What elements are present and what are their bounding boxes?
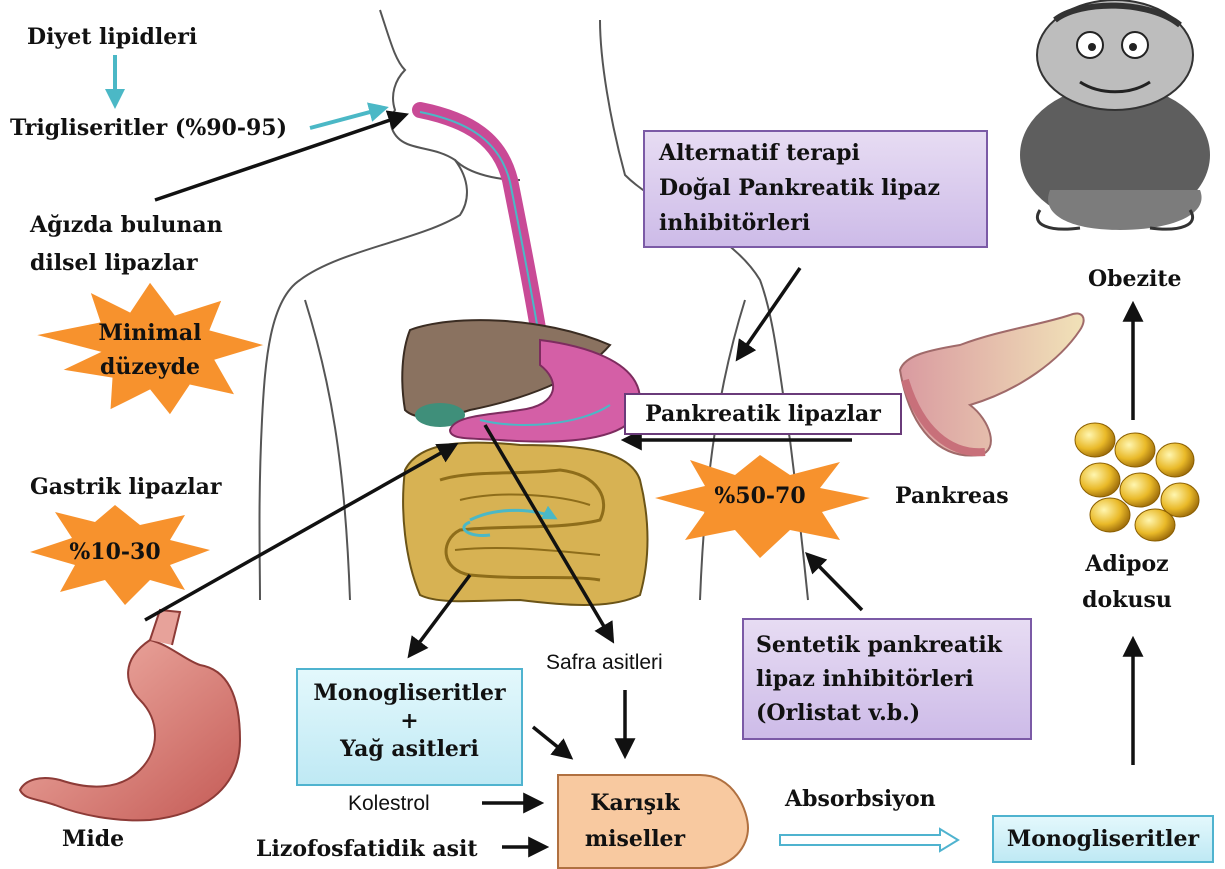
label-obezite: Obezite (1088, 266, 1182, 292)
mono-plus: + (298, 710, 521, 732)
label-kolestrol: Kolestrol (348, 792, 430, 816)
box-alternatif-terapi: Alternatif terapi Doğal Pankreatik lipaz… (643, 130, 988, 248)
stomach-illustration (20, 640, 240, 820)
label-lizofosfatidik-asit: Lizofosfatidik asit (256, 836, 478, 862)
box-pankreatik-lipazlar: Pankreatik lipazlar (624, 393, 902, 435)
minimal-line2: düzeyde (70, 350, 230, 384)
alternatif-line1: Alternatif terapi (659, 136, 972, 171)
label-pankreas: Pankreas (895, 483, 1009, 509)
absorbsiyon-arrow (780, 829, 958, 851)
alternatif-line3: inhibitörleri (659, 206, 972, 241)
label-agizda-line2: dilsel lipazlar (30, 250, 198, 276)
label-safra-asitleri: Safra asitleri (546, 651, 663, 675)
mono-line3: Yağ asitleri (298, 732, 521, 766)
box-sentetik-inhibitorler: Sentetik pankreatik lipaz inhibitörleri … (742, 618, 1032, 740)
label-absorbsiyon: Absorbsiyon (785, 786, 936, 812)
sentetik-line3: (Orlistat v.b.) (756, 696, 1018, 730)
obese-figure (1020, 0, 1210, 230)
box-monogliseritler-yag-asitleri: Monogliseritler + Yağ asitleri (296, 668, 523, 786)
box-monogliseritler-final: Monogliseritler (992, 815, 1214, 863)
label-karisik-miseller: Karışık miseller (560, 785, 710, 857)
label-diyet-lipidleri: Diyet lipidleri (27, 24, 197, 50)
alternatif-line2: Doğal Pankreatik lipaz (659, 171, 972, 206)
label-gastrik-lipazlar: Gastrik lipazlar (30, 474, 222, 500)
sentetik-line1: Sentetik pankreatik (756, 628, 1018, 662)
intestines (403, 443, 647, 605)
adipoz-line2: dokusu (1072, 582, 1182, 618)
label-trigliseritler: Trigliseritler (%90-95) (10, 115, 287, 141)
adipose-tissue-cells (1075, 423, 1199, 541)
label-agizda-line1: Ağızda bulunan (30, 212, 223, 238)
label-adipoz-dokusu: Adipoz dokusu (1072, 546, 1182, 618)
burst-gastrik-text: %10-30 (60, 539, 170, 565)
minimal-line1: Minimal (70, 316, 230, 350)
pancreas-organ (900, 313, 1084, 455)
karisik-line2: miseller (560, 821, 710, 857)
sentetik-line2: lipaz inhibitörleri (756, 662, 1018, 696)
burst-pankreatik-text: %50-70 (700, 483, 820, 509)
burst-minimal-text: Minimal düzeyde (70, 316, 230, 384)
karisik-line1: Karışık (560, 785, 710, 821)
adipoz-line1: Adipoz (1072, 546, 1182, 582)
mono-line1: Monogliseritler (298, 676, 521, 710)
label-mide: Mide (62, 826, 124, 852)
